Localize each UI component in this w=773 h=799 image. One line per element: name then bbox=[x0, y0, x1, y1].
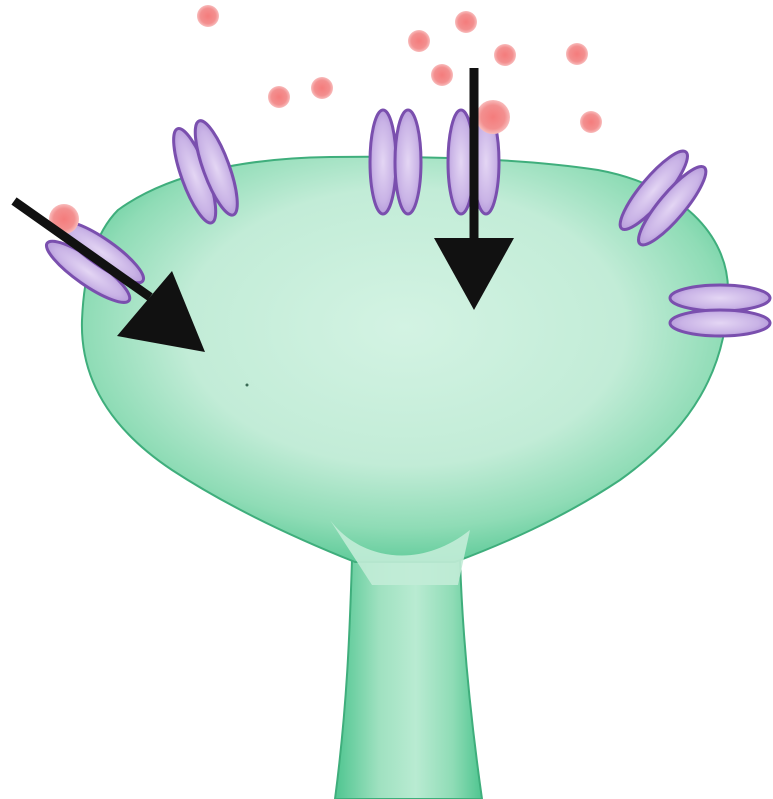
spine-neck bbox=[335, 560, 482, 799]
ligand-dot bbox=[455, 11, 477, 33]
speck bbox=[246, 384, 249, 387]
ligand-dot bbox=[494, 44, 516, 66]
ligand-dot bbox=[580, 111, 602, 133]
ligand-dot bbox=[268, 86, 290, 108]
ligand-group bbox=[197, 5, 602, 133]
ligand-dot bbox=[566, 43, 588, 65]
ligand-dot bbox=[431, 64, 453, 86]
ligand-dot bbox=[197, 5, 219, 27]
ligand-dot bbox=[408, 30, 430, 52]
bound-ligand-dot-center bbox=[476, 100, 510, 134]
ligand-dot bbox=[311, 77, 333, 99]
